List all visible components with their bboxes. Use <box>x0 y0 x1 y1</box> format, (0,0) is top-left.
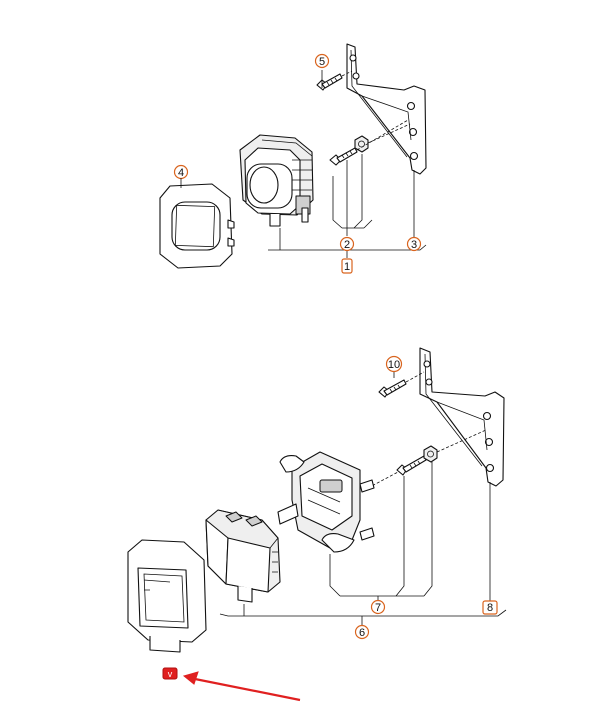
lower-sensor-holder <box>277 451 375 553</box>
lower-cover <box>127 539 207 653</box>
svg-text:1: 1 <box>344 261 350 273</box>
callout-8: 8 <box>482 600 498 615</box>
upper-leader-lines <box>268 70 427 258</box>
lower-assembly: 10 7 8 6 <box>127 347 507 653</box>
upper-assembly: 5 4 2 3 1 <box>159 43 427 274</box>
svg-text:3: 3 <box>411 239 417 251</box>
upper-cover-4 <box>159 183 235 269</box>
callout-7: 7 <box>370 599 386 615</box>
lower-leader-lines <box>219 370 507 626</box>
svg-text:10: 10 <box>388 359 400 371</box>
callout-1: 1 <box>341 258 353 274</box>
svg-text:5: 5 <box>319 56 325 68</box>
callout-6: 6 <box>354 624 370 640</box>
upper-bolt-and-nut <box>329 119 411 166</box>
callout-3: 3 <box>406 236 422 252</box>
lower-sensor-box <box>205 509 281 603</box>
lower-screw-10 <box>378 371 425 398</box>
svg-text:7: 7 <box>375 602 381 614</box>
svg-text:4: 4 <box>178 167 184 179</box>
upper-bracket <box>346 43 427 175</box>
svg-text:6: 6 <box>359 627 365 639</box>
callout-5: 5 <box>314 53 330 69</box>
lower-bracket <box>419 347 505 487</box>
callout-10: 10 <box>385 355 403 373</box>
red-pointer-arrow <box>182 671 301 702</box>
svg-text:2: 2 <box>344 239 350 251</box>
callout-2: 2 <box>339 236 355 252</box>
highlight-marker[interactable]: v <box>162 667 178 680</box>
svg-text:8: 8 <box>487 602 493 614</box>
svg-text:v: v <box>168 669 173 679</box>
lower-bolts-and-nut <box>367 429 487 489</box>
callout-4: 4 <box>173 164 189 188</box>
upper-sensor-unit <box>239 134 314 227</box>
